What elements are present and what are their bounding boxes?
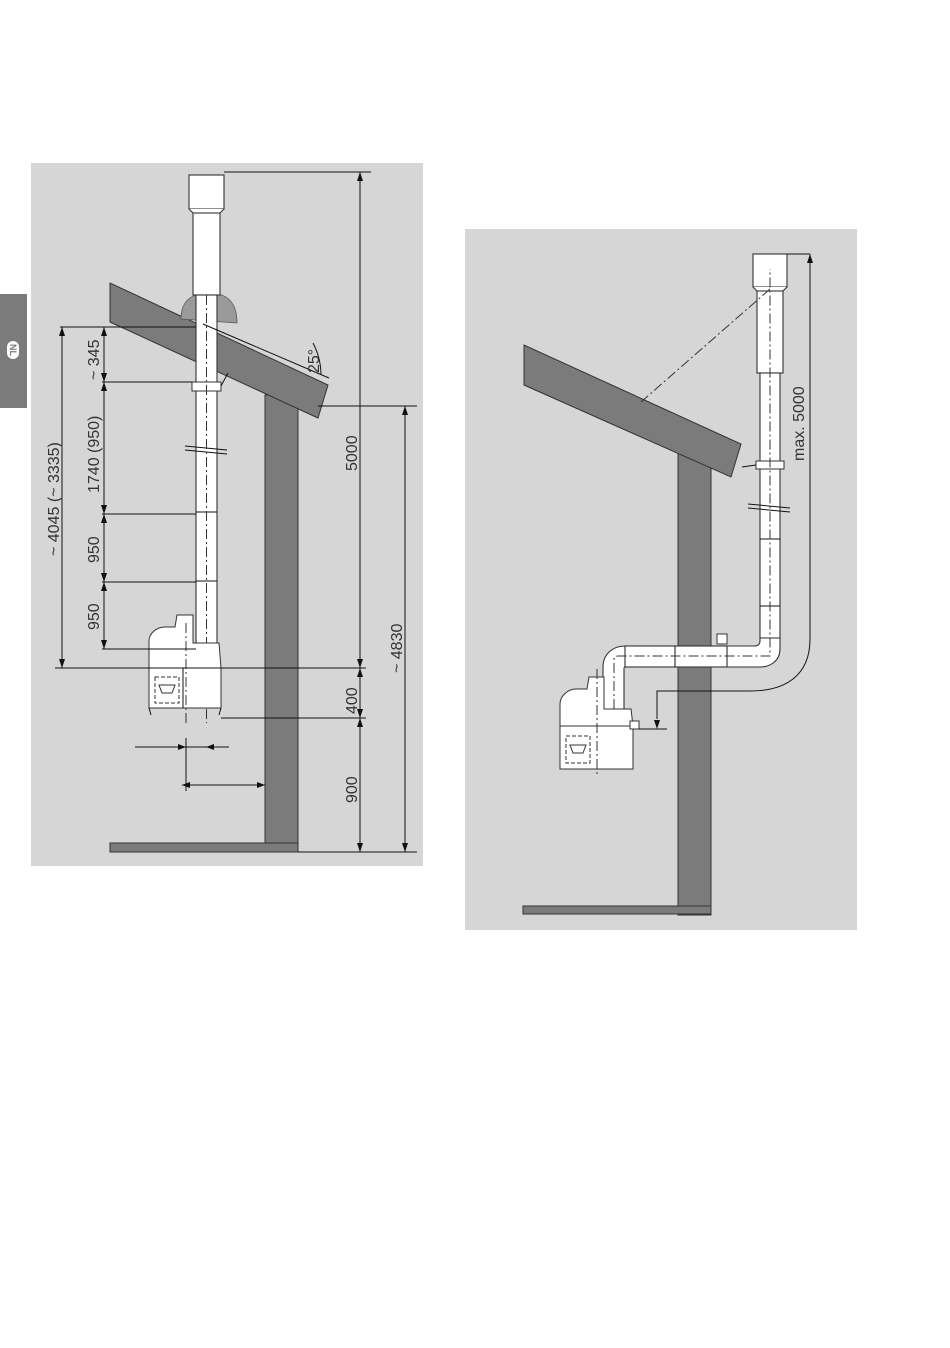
max-height-label: max. 5000 xyxy=(791,386,808,461)
floor xyxy=(110,843,298,852)
diagram-panel-left xyxy=(31,163,423,866)
roof-angle-label: 25° xyxy=(306,349,323,373)
dim-top-segment: ~ 345 xyxy=(86,339,103,380)
chimney-terminal xyxy=(189,175,224,209)
language-label: NL xyxy=(7,341,19,359)
diagram-panel-right xyxy=(465,229,857,930)
dim-overall-height: 5000 xyxy=(344,435,361,471)
dim-lower-section: 950 xyxy=(86,603,103,630)
dim-middle-section: 950 xyxy=(86,536,103,563)
dim-stove-outlet-height: 400 xyxy=(344,687,361,714)
wall-flue-installation-diagram: max. 5000 xyxy=(465,229,857,930)
floor xyxy=(523,906,711,914)
dim-upper-section: 1740 (950) xyxy=(86,416,103,493)
dim-pipe-length-total: ~ 4045 (~ 3335) xyxy=(46,442,63,556)
vertical-flue-installation-diagram: 25° 5000 ~ 4830 ~ 4045 (~ 3335) ~ 345 17… xyxy=(31,163,423,866)
dim-roof-to-floor: ~ 4830 xyxy=(389,624,406,673)
language-badge: NL xyxy=(6,340,20,360)
dim-outlet-base-height: 900 xyxy=(344,776,361,803)
language-tab: NL xyxy=(0,294,27,408)
chimney-outer-pipe xyxy=(193,213,220,295)
wall xyxy=(678,453,711,915)
wall xyxy=(265,395,298,845)
